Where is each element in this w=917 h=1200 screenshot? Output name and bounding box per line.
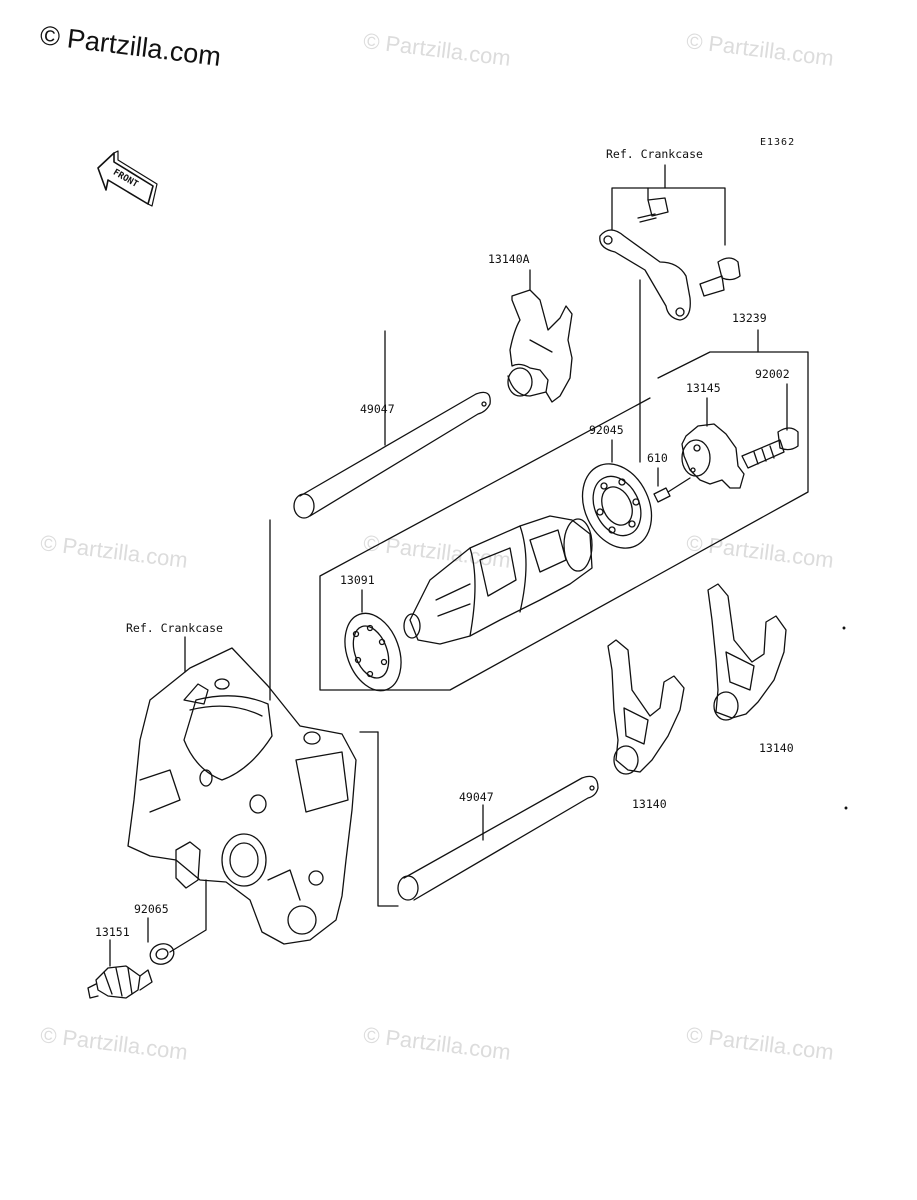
shift-rod-bottom xyxy=(359,731,599,907)
crankcase xyxy=(127,636,357,945)
crankcase-bracket-top xyxy=(599,164,741,321)
label-13151: 13151 xyxy=(95,925,130,939)
label-92002: 92002 xyxy=(755,367,790,381)
label-ref-crankcase-left: Ref. Crankcase xyxy=(126,621,223,635)
shift-gear-13145 xyxy=(681,397,745,489)
label-13091: 13091 xyxy=(340,573,375,587)
label-13239: 13239 xyxy=(732,311,767,325)
front-arrow-icon: FRONT xyxy=(97,150,158,207)
assembly-box-13239 xyxy=(319,351,809,691)
shift-rod-top xyxy=(293,330,491,519)
label-13145: 13145 xyxy=(686,381,721,395)
sensor-13151 xyxy=(87,939,153,999)
diagram-code: E1362 xyxy=(760,137,796,148)
washer-92065 xyxy=(147,879,207,965)
bearing-13091 xyxy=(344,589,402,692)
label-13140A: 13140A xyxy=(488,252,530,266)
shift-drum xyxy=(403,515,593,645)
bolt-92002 xyxy=(741,383,799,469)
shift-fork-13140-right xyxy=(707,583,787,721)
shift-fork-13140A xyxy=(507,269,573,403)
label-13140-right: 13140 xyxy=(759,741,794,755)
label-49047-top: 49047 xyxy=(360,402,395,416)
label-13140-mid: 13140 xyxy=(632,797,667,811)
shift-fork-13140-mid xyxy=(607,639,685,775)
pin-610 xyxy=(653,467,691,503)
label-92045: 92045 xyxy=(589,423,624,437)
label-610: 610 xyxy=(647,451,668,465)
label-92065: 92065 xyxy=(134,902,169,916)
label-ref-crankcase-top: Ref. Crankcase xyxy=(606,147,703,161)
bearing-92045 xyxy=(581,279,653,549)
label-49047-bottom: 49047 xyxy=(459,790,494,804)
